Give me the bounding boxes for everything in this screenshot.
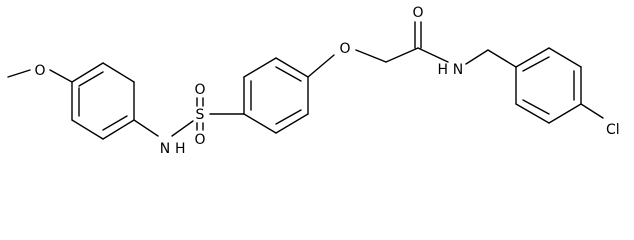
ring-chlorophenyl — [515, 47, 582, 124]
atom-ether-o: O — [339, 41, 350, 57]
ring-phenoxy — [243, 57, 309, 134]
bond-ring2-o — [307, 54, 335, 78]
structure-diagram: O N H S O O O O N H Cl — [7, 5, 620, 157]
ring-methoxyphenyl — [71, 62, 135, 140]
atom-chlorine: Cl — [606, 122, 620, 138]
bond-o-ch2 — [355, 49, 387, 63]
bond-n-ch2 — [465, 49, 489, 65]
atom-carbonyl-o: O — [412, 5, 423, 21]
bond-ch2-carbonyl — [385, 47, 419, 63]
molecule-svg: O N H S O O O O N H Cl — [7, 5, 620, 157]
atom-sulfonamide-h: H — [175, 141, 186, 157]
atom-methoxy-o: O — [34, 63, 45, 79]
bond-methyl-o — [7, 69, 31, 78]
bond-o-ring1 — [49, 69, 73, 83]
atom-amide-h: H — [437, 62, 448, 78]
atom-sulfonamide-n: N — [160, 141, 170, 157]
bond-ch2-ring3 — [487, 49, 517, 68]
atom-sulfur: S — [196, 107, 205, 123]
atom-amide-n: N — [453, 62, 463, 78]
bond-n-s — [171, 120, 194, 137]
atom-labels: O N H S O O O O N H Cl — [34, 5, 619, 157]
bond-ring3-cl — [580, 103, 604, 119]
bonds — [7, 21, 604, 140]
atom-sulfonyl-o-top: O — [194, 82, 205, 98]
bond-c-n — [417, 47, 449, 63]
atom-sulfonyl-o-bottom: O — [194, 132, 205, 148]
bond-ring1-n — [133, 119, 159, 137]
